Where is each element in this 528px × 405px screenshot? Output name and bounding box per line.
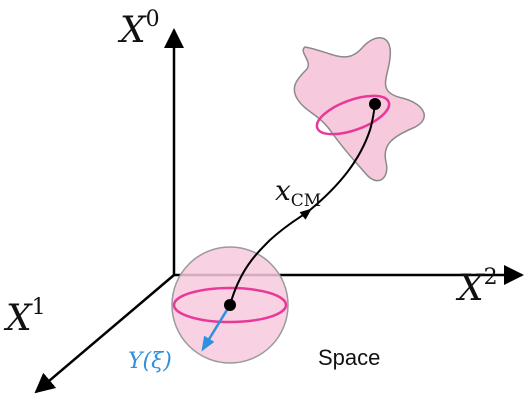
com-trajectory-upper xyxy=(309,103,376,211)
label-x1: X1 xyxy=(3,295,46,339)
sphere-ring xyxy=(172,286,288,324)
label-displacement: Y(ξ) xyxy=(128,349,172,374)
sphere-center xyxy=(224,299,236,311)
axis-x1 xyxy=(34,274,175,394)
label-x0: X0 xyxy=(117,7,160,51)
com-trajectory xyxy=(229,208,312,306)
label-xcm: xCM xyxy=(275,174,321,211)
label-space: Space xyxy=(318,345,380,370)
deformed-body xyxy=(293,37,425,182)
displacement-arrow xyxy=(201,304,232,352)
label-x2: X2 xyxy=(455,265,498,309)
deformed-body-ring xyxy=(315,94,391,136)
